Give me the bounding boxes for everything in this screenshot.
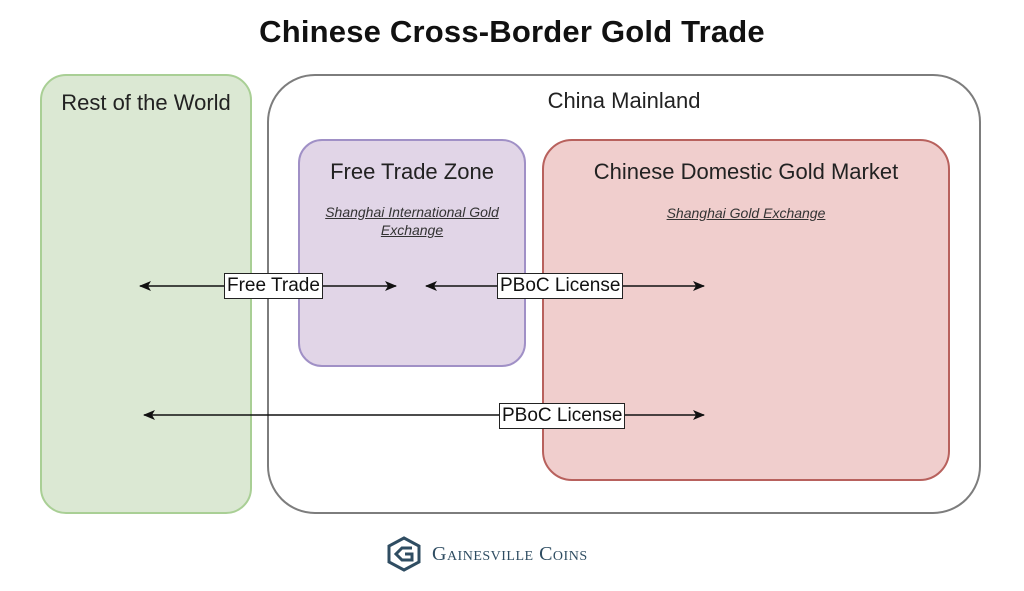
- free-trade-zone-label: Free Trade Zone: [330, 159, 494, 184]
- gainesville-coins-logo-icon: [387, 536, 421, 572]
- rest-of-world-region: [40, 74, 252, 514]
- gainesville-coins-logo: Gainesville Coins: [386, 534, 588, 574]
- domestic-market-label: Chinese Domestic Gold Market: [593, 159, 899, 184]
- rest-of-world-label: Rest of the World: [61, 90, 231, 115]
- free-trade-zone-region: [298, 139, 526, 367]
- diagram-title: Chinese Cross-Border Gold Trade: [259, 14, 765, 49]
- china-mainland-label: China Mainland: [547, 88, 701, 113]
- free-trade-flow-label: Free Trade: [224, 273, 323, 299]
- free-trade-zone-exchange: Shanghai International Gold Exchange: [325, 204, 499, 238]
- pboc-license-flow-label-direct: PBoC License: [499, 403, 626, 429]
- pboc-license-flow-label: PBoC License: [497, 273, 624, 299]
- domestic-market-exchange: Shanghai Gold Exchange: [666, 205, 826, 221]
- logo-text: Gainesville Coins: [432, 542, 588, 565]
